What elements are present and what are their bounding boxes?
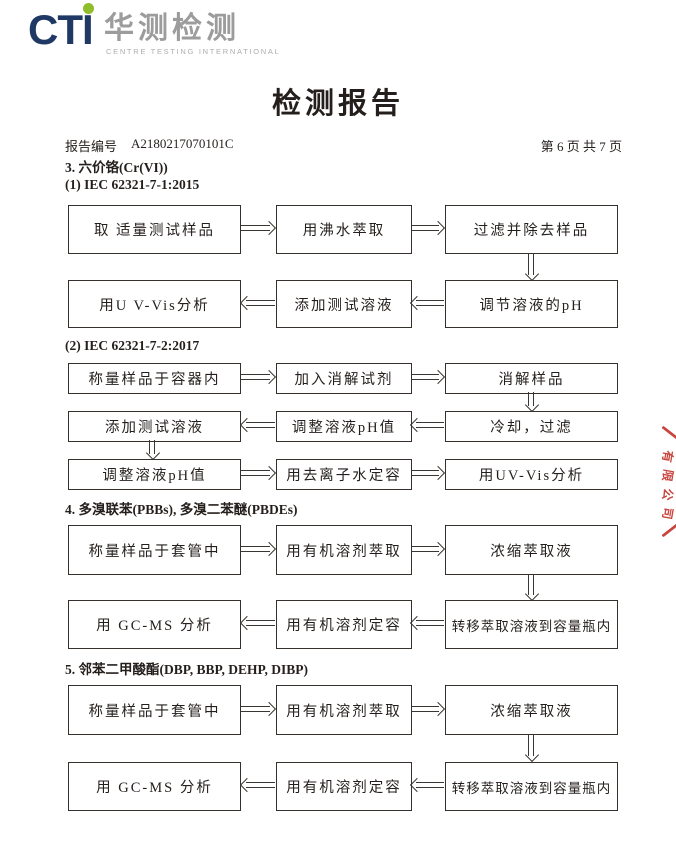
flow-box-cool-filter: 冷却，过滤 xyxy=(445,411,618,442)
flow-box-gcms-analysis: 用 GC-MS 分析 xyxy=(68,600,241,649)
flow-arrow-right-icon xyxy=(241,220,277,236)
flow-arrow-right-icon xyxy=(241,701,277,717)
flow-box-transfer-to-flask-2: 转移萃取溶液到容量瓶内 xyxy=(445,762,618,811)
flow-arrow-left-icon xyxy=(409,615,444,631)
flow-box-uvvis-analysis: 用U V-Vis分析 xyxy=(68,280,241,328)
flow-box-gcms-analysis-2: 用 GC-MS 分析 xyxy=(68,762,241,811)
section-heading-phthalates: 5. 邻苯二甲酸酯(DBP, BBP, DEHP, DIBP) xyxy=(65,662,309,677)
flow-arrow-down-icon xyxy=(524,574,539,602)
seal-character: 公 xyxy=(659,487,676,502)
flow-arrow-left-icon xyxy=(239,417,275,433)
cti-logo-text: CTI xyxy=(28,3,94,54)
flow-arrow-down-icon xyxy=(524,392,539,413)
seal-character: 限 xyxy=(659,468,676,483)
seal-border-stroke xyxy=(661,425,676,442)
flow-box-concentrate-extract: 浓缩萃取液 xyxy=(445,525,618,575)
flow-arrow-right-icon xyxy=(411,369,446,385)
red-seal-fragment: 有 限 公 司 xyxy=(651,424,676,546)
flow-box-weigh-in-vessel: 称量样品于容器内 xyxy=(68,363,241,394)
flow-arrow-left-icon xyxy=(409,295,444,311)
flow-box-dilute-organic-solvent: 用有机溶剂定容 xyxy=(276,600,412,649)
flow-box-organic-solvent-extract-2: 用有机溶剂萃取 xyxy=(276,685,412,735)
flow-box-filter-remove: 过滤并除去样品 xyxy=(445,205,618,254)
page-title: 检测报告 xyxy=(271,88,404,120)
flow-box-adjust-ph-3: 调整溶液pH值 xyxy=(68,459,241,490)
flow-arrow-left-icon xyxy=(409,777,444,793)
flow-box-organic-solvent-extract: 用有机溶剂萃取 xyxy=(276,525,412,575)
flow-box-add-test-solution: 添加测试溶液 xyxy=(276,280,412,328)
flow-box-digest-sample: 消解样品 xyxy=(445,363,618,394)
cti-logo: CTI 华测检测 CENTRE TESTING INTERNATIONAL xyxy=(28,3,279,58)
flow-arrow-right-icon xyxy=(241,541,277,557)
brand-name-cn: 华测检测 xyxy=(104,12,240,45)
flow-box-adjust-ph-2: 调整溶液pH值 xyxy=(276,411,412,442)
page-indicator: 第 6 页 共 7 页 xyxy=(540,139,622,154)
flow-arrow-left-icon xyxy=(409,417,444,433)
flow-box-concentrate-extract-2: 浓缩萃取液 xyxy=(445,685,618,735)
seal-border-stroke xyxy=(661,521,676,538)
flow-arrow-down-icon xyxy=(145,440,160,461)
flow-box-dilute-deionized-water: 用去离子水定容 xyxy=(276,459,412,490)
flow-box-take-sample: 取 适量测试样品 xyxy=(68,205,241,254)
report-no-value: A2180217070101C xyxy=(131,136,234,151)
flow-box-boiling-water-extract: 用沸水萃取 xyxy=(276,205,412,254)
subheading-iec-62321-7-1: (1) IEC 62321-7-1:2015 xyxy=(65,177,200,192)
subheading-iec-62321-7-2: (2) IEC 62321-7-2:2017 xyxy=(65,338,200,353)
flow-arrow-right-icon xyxy=(411,465,446,481)
flow-box-add-digestion-reagent: 加入消解试剂 xyxy=(276,363,412,394)
section-heading-pbb-pbde: 4. 多溴联苯(PBBs), 多溴二苯醚(PBDEs) xyxy=(65,502,298,517)
flow-box-weigh-in-thimble-2: 称量样品于套管中 xyxy=(68,685,241,735)
flow-arrow-left-icon xyxy=(239,295,275,311)
flow-arrow-right-icon xyxy=(411,701,446,717)
flow-arrow-right-icon xyxy=(411,541,446,557)
flow-box-add-test-solution-2: 添加测试溶液 xyxy=(68,411,241,442)
flow-box-uvvis-analysis-2: 用UV-Vis分析 xyxy=(445,459,618,490)
green-dot-icon xyxy=(82,3,94,14)
seal-character: 司 xyxy=(659,506,676,521)
flow-arrow-left-icon xyxy=(239,777,275,793)
brand-name-en: CENTRE TESTING INTERNATIONAL xyxy=(106,47,281,56)
flow-box-adjust-ph: 调节溶液的pH xyxy=(445,280,618,328)
flow-box-transfer-to-flask: 转移萃取溶液到容量瓶内 xyxy=(445,600,618,649)
flow-box-weigh-in-thimble: 称量样品于套管中 xyxy=(68,525,241,575)
section-heading-cr6: 3. 六价铬(Cr(VI)) xyxy=(65,160,168,175)
flow-arrow-down-icon xyxy=(524,734,539,763)
flow-box-dilute-organic-solvent-2: 用有机溶剂定容 xyxy=(276,762,412,811)
flow-arrow-right-icon xyxy=(241,369,277,385)
flow-arrow-left-icon xyxy=(239,615,275,631)
seal-character: 有 xyxy=(659,449,676,464)
report-no-label: 报告编号 xyxy=(65,139,118,154)
flow-arrow-right-icon xyxy=(241,465,277,481)
flow-arrow-right-icon xyxy=(411,220,446,236)
cti-letters: CTI xyxy=(28,6,94,53)
flow-arrow-down-icon xyxy=(524,253,539,282)
